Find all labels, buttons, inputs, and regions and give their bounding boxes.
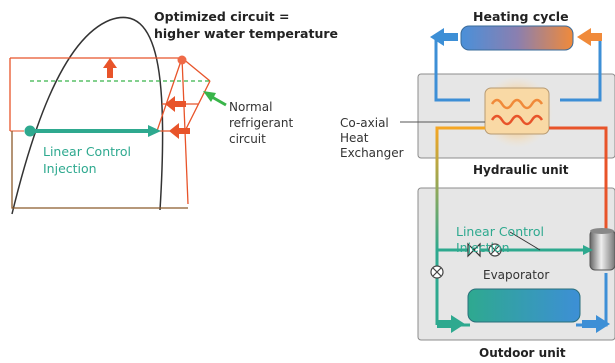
saturation-dome: [11, 16, 164, 215]
normal-circuit-label-line1: Normal: [229, 100, 272, 114]
injection-arrow-icon: [24, 125, 161, 137]
system-injection-label-line2: Injection: [456, 240, 510, 255]
coaxial-label-line2: Heat: [340, 131, 369, 145]
left-arrow-icon: [169, 123, 190, 139]
system-diagram: Heating cycle Co-axial Heat Exchanger Hy…: [340, 9, 615, 360]
normal-circuit-label-line2: refrigerant: [229, 116, 293, 130]
expansion-valve-icon: [467, 242, 481, 258]
cycle-brown-base: [11, 131, 188, 209]
outdoor-unit-label: Outdoor unit: [479, 346, 566, 360]
water-flow-arrow-icon: [430, 28, 458, 46]
coaxial-label-line3: Exchanger: [340, 146, 404, 160]
normal-circuit-label-line3: circuit: [229, 132, 266, 146]
evaporator-inlet-arrow-icon: [437, 315, 465, 333]
compressor-inlet-arrow-icon: [583, 245, 593, 255]
up-arrow-icon: [103, 58, 117, 78]
heating-cycle-label: Heating cycle: [473, 9, 569, 24]
hydraulic-unit-label: Hydraulic unit: [473, 163, 569, 177]
optimized-title-line2: higher water temperature: [154, 26, 338, 41]
system-injection-label-line1: Linear Control: [456, 224, 544, 239]
optimized-cycle-point: [177, 55, 187, 65]
injection-label-line1: Linear Control: [43, 144, 131, 159]
coaxial-coil-bottom: [490, 114, 544, 126]
compressor-icon: [589, 228, 615, 271]
pointer-arrow-icon: [203, 91, 227, 107]
water-flow-arrow-icon: [577, 28, 602, 46]
heating-cycle-exchanger: [460, 25, 574, 51]
evaporator-outlet-arrow-icon: [582, 315, 610, 333]
injection-label-line2: Injection: [43, 161, 97, 176]
coaxial-exchanger: [484, 87, 550, 135]
evaporator: [467, 288, 581, 323]
injection-leader-line: [509, 231, 541, 251]
optimized-title-line1: Optimized circuit =: [154, 9, 289, 24]
coaxial-label-line1: Co-axial: [340, 116, 389, 130]
pressure-enthalpy-diagram: Optimized circuit = higher water tempera…: [9, 9, 338, 215]
evaporator-label: Evaporator: [483, 268, 549, 282]
left-arrow-icon: [165, 96, 186, 112]
injection-valve-icon: [488, 243, 502, 257]
coaxial-coil-top: [490, 98, 544, 110]
optimized-cycle: [9, 57, 211, 205]
main-valve-icon: [430, 265, 444, 279]
